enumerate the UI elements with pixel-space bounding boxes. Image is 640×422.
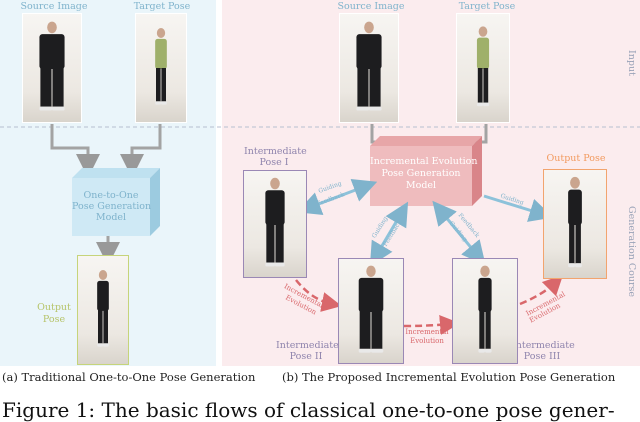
person-figure (476, 26, 490, 107)
output-pose-image-a (77, 255, 129, 365)
guiding-arrow-inter2 (369, 201, 409, 267)
output-pose-label-b: Output Pose (546, 153, 606, 164)
course-side-label: Generation Course (626, 206, 637, 298)
person-figure (568, 176, 582, 268)
evolution-label-2b: Evolution (410, 337, 444, 345)
guiding-arrow-inter3 (432, 200, 486, 266)
source-image-label-a: Source Image (20, 1, 88, 12)
output-label-a-2: Pose (42, 314, 66, 325)
model-box-a (72, 168, 160, 236)
person-figure (356, 21, 382, 111)
person-figure (39, 21, 65, 111)
caption-a: (a) Traditional One-to-One Pose Generati… (2, 370, 256, 384)
person-figure (97, 270, 109, 347)
person-figure (155, 28, 167, 105)
inter2-label-1: Intermediate (276, 340, 339, 351)
figure-caption: Figure 1: The basic flows of classical o… (2, 398, 615, 422)
evolution-arrow-3 (519, 274, 564, 306)
connector-layer (0, 124, 640, 335)
guiding-arrow-inter1 (296, 179, 378, 215)
model-label-a-2: Pose Generation (72, 201, 152, 212)
target-pose-b (456, 13, 510, 123)
intermediate-pose-3-image (452, 258, 518, 364)
person-figure (478, 265, 492, 353)
evolution-arrow-1 (295, 279, 342, 312)
inter3-label-1: Intermediate (512, 340, 575, 351)
guiding-arrow-output (483, 194, 554, 222)
input-side-label: Input (626, 50, 637, 76)
intermediate-pose-2-image (338, 258, 404, 364)
output-label-a-1: Output (37, 302, 71, 313)
inter3-label-2: Pose III (523, 351, 561, 362)
output-pose-image-b (543, 169, 607, 279)
model-label-b-1: Incremental Evolution (370, 156, 478, 167)
target-pose-a (135, 13, 187, 123)
arrow-source-to-model-a (50, 124, 100, 178)
arrow-target-to-model-a (120, 124, 162, 178)
person-figure (265, 177, 285, 267)
model-label-b-2: Pose Generation (381, 168, 461, 179)
person-figure (358, 265, 384, 353)
caption-b: (b) The Proposed Incremental Evolution P… (282, 370, 616, 384)
model-label-b-3: Model (405, 180, 437, 191)
target-pose-label-b: Target Pose (458, 1, 516, 12)
inter2-label-2: Pose II (289, 351, 323, 362)
evolution-label-2a: Incremental (405, 328, 449, 336)
intermediate-pose-1-image (243, 170, 307, 278)
source-image-a (22, 13, 82, 123)
inter1-label-1: Intermediate (244, 146, 307, 157)
evolution-arrow-2 (403, 314, 460, 335)
model-box-b (370, 136, 482, 206)
target-pose-label-a: Target Pose (133, 1, 191, 12)
inter1-label-2: Pose I (259, 157, 289, 168)
model-label-a-3: Model (95, 212, 127, 223)
source-image-label-b: Source Image (337, 1, 405, 12)
source-image-b (339, 13, 399, 123)
model-label-a-1: One-to-One (83, 190, 139, 201)
